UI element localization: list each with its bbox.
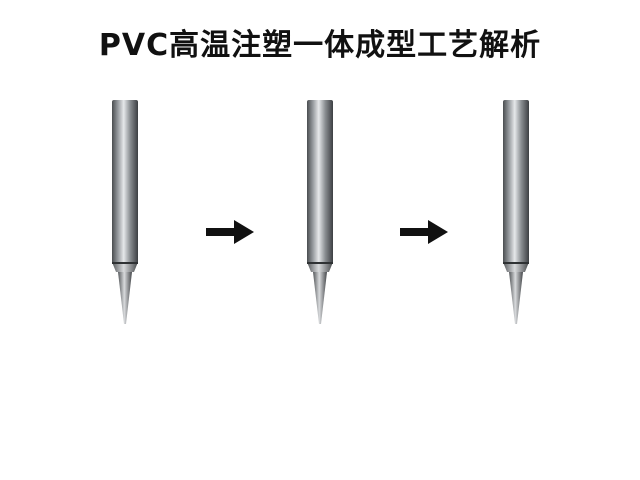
arrow-right-icon	[400, 220, 448, 244]
arrow-right-icon	[206, 220, 254, 244]
page-title: PVC高温注塑一体成型工艺解析	[98, 28, 542, 63]
process-stage-1	[105, 96, 145, 332]
pin-tip-icon	[307, 100, 333, 324]
pin-tip-icon	[503, 100, 529, 324]
pin-tip-icon	[112, 100, 138, 324]
process-stage-2	[300, 96, 340, 332]
process-arrow-1	[204, 218, 256, 246]
process-arrow-2	[398, 218, 450, 246]
process-stage-3	[496, 96, 536, 332]
